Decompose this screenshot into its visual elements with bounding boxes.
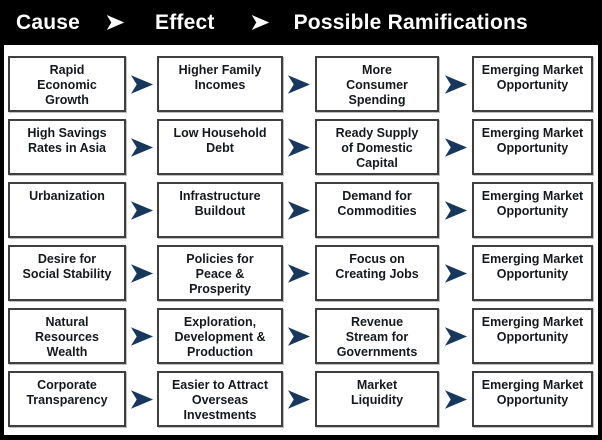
header-ramifications-label: Possible Ramifications [293, 10, 528, 34]
flow-arrow-icon [126, 371, 157, 427]
header-arrow-icon [251, 14, 270, 31]
flow-arrow-icon [439, 119, 472, 175]
flow-arrow-icon [439, 245, 472, 301]
ramification-box: Ready Supply of Domestic Capital [315, 119, 439, 175]
flow-arrow-icon [439, 308, 472, 364]
outcome-box: Emerging Market Opportunity [472, 371, 593, 427]
header-effect-label: Effect [155, 10, 215, 34]
outcome-box: Emerging Market Opportunity [472, 119, 593, 175]
outcome-box: Emerging Market Opportunity [472, 56, 593, 112]
flow-arrow-icon [126, 182, 157, 238]
ramification-box: More Consumer Spending [315, 56, 439, 112]
flow-arrow-icon [283, 119, 315, 175]
effect-box: Infrastructure Buildout [157, 182, 283, 238]
cause-box: Urbanization [8, 182, 126, 238]
flow-arrow-icon [126, 119, 157, 175]
flow-grid: Rapid Economic Growth Higher Family Inco… [4, 45, 598, 427]
effect-box: Higher Family Incomes [157, 56, 283, 112]
flow-arrow-icon [439, 56, 472, 112]
cause-box: High Savings Rates in Asia [8, 119, 126, 175]
effect-box: Easier to Attract Overseas Investments [157, 371, 283, 427]
flow-arrow-icon [126, 245, 157, 301]
flow-arrow-icon [439, 182, 472, 238]
ramification-box: Market Liquidity [315, 371, 439, 427]
ramification-box: Demand for Commodities [315, 182, 439, 238]
header-cause-label: Cause [16, 10, 81, 34]
cause-box: Desire for Social Stability [8, 245, 126, 301]
outcome-box: Emerging Market Opportunity [472, 245, 593, 301]
outcome-box: Emerging Market Opportunity [472, 182, 593, 238]
flow-arrow-icon [283, 56, 315, 112]
diagram-body: Rapid Economic Growth Higher Family Inco… [4, 45, 598, 435]
flow-arrow-icon [283, 182, 315, 238]
header-arrow-icon [106, 14, 125, 31]
ramification-box: Revenue Stream for Governments [315, 308, 439, 364]
effect-box: Low Household Debt [157, 119, 283, 175]
flow-arrow-icon [439, 371, 472, 427]
flow-arrow-icon [126, 308, 157, 364]
flow-arrow-icon [283, 308, 315, 364]
outcome-box: Emerging Market Opportunity [472, 308, 593, 364]
ramification-box: Focus on Creating Jobs [315, 245, 439, 301]
cause-box: Natural Resources Wealth [8, 308, 126, 364]
cause-box: Corporate Transparency [8, 371, 126, 427]
flow-arrow-icon [126, 56, 157, 112]
flow-arrow-icon [283, 245, 315, 301]
flow-arrow-icon [283, 371, 315, 427]
effect-box: Exploration, Development & Production [157, 308, 283, 364]
cause-box: Rapid Economic Growth [8, 56, 126, 112]
effect-box: Policies for Peace & Prosperity [157, 245, 283, 301]
header-bar: Cause Effect Possible Ramifications [0, 0, 602, 45]
